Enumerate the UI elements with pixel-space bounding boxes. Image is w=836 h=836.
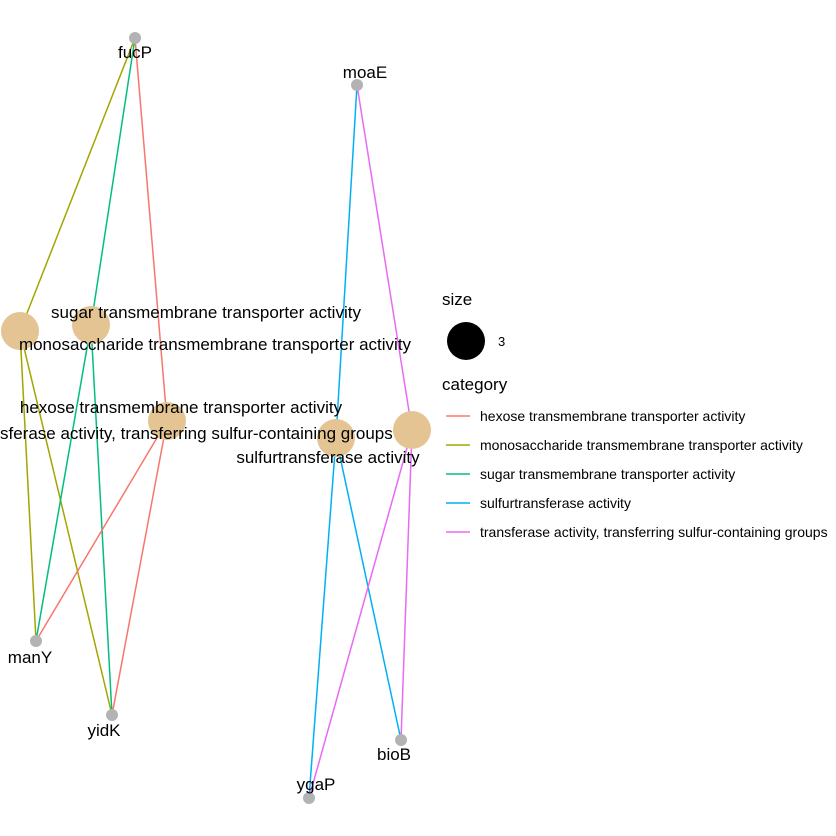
gene-node-yidK <box>106 709 118 721</box>
legend-label-1: monosaccharide transmembrane transporter… <box>480 437 803 453</box>
legend-label-2: sugar transmembrane transporter activity <box>480 466 735 482</box>
edge-sugar-yidK <box>90 324 113 716</box>
category-label-sulfurtransferase: sulfurtransferase activity <box>236 448 420 467</box>
gene-label-ygaP: ygaP <box>297 775 336 794</box>
gene-label-manY: manY <box>8 648 52 667</box>
gene-node-ygaP <box>303 792 315 804</box>
category-label-transferase: sferase activity, transferring sulfur-co… <box>0 424 393 443</box>
edge-moaE-transferase <box>356 84 413 431</box>
category-node-sulfurtransferase <box>317 419 355 457</box>
legend-category-title: category <box>442 375 508 394</box>
edge-transferase-bioB <box>400 429 413 741</box>
legend-label-3: sulfurtransferase activity <box>480 495 631 511</box>
category-label-hexose: hexose transmembrane transporter activit… <box>20 398 343 417</box>
edge-transferase-ygaP <box>308 429 413 799</box>
edge-hexose-yidK <box>111 420 168 716</box>
gene-node-bioB <box>395 734 407 746</box>
legend-items: hexose transmembrane transporter activit… <box>446 408 828 540</box>
legend-size-swatch <box>447 322 485 360</box>
gene-label-moaE: moaE <box>343 63 387 82</box>
edge-sugar-manY <box>35 324 92 642</box>
gene-label-fucP: fucP <box>118 43 152 62</box>
edge-hexose-manY <box>35 420 168 642</box>
category-label-monosaccharide: monosaccharide transmembrane transporter… <box>19 335 412 354</box>
category-node-transferase <box>393 411 431 449</box>
legend: size 3 category hexose transmembrane tra… <box>442 290 828 540</box>
edge-monosaccharide-yidK <box>19 330 113 716</box>
legend-label-4: transferase activity, transferring sulfu… <box>480 524 828 540</box>
legend-size-value: 3 <box>498 334 505 349</box>
category-node-sugar <box>72 306 110 344</box>
legend-label-0: hexose transmembrane transporter activit… <box>480 408 745 424</box>
gene-label-yidK: yidK <box>87 721 121 740</box>
edges-layer <box>19 37 413 799</box>
gene-label-bioB: bioB <box>377 745 411 764</box>
edge-fucP-hexose <box>134 37 168 422</box>
category-node-monosaccharide <box>1 312 39 350</box>
edge-sulfurtransferase-ygaP <box>308 437 337 799</box>
labels-layer: fucP moaE sugar transmembrane transporte… <box>0 43 420 794</box>
gene-node-fucP <box>129 32 141 44</box>
edge-sulfurtransferase-bioB <box>335 437 402 741</box>
category-label-sugar: sugar transmembrane transporter activity <box>51 303 361 322</box>
gene-node-manY <box>30 635 42 647</box>
edge-fucP-sugar <box>90 37 136 326</box>
edge-monosaccharide-manY <box>19 330 37 642</box>
edge-fucP-monosaccharide <box>19 37 136 332</box>
edge-moaE-sulfurtransferase <box>335 84 358 439</box>
nodes-layer <box>1 32 431 804</box>
legend-size-title: size <box>442 290 472 309</box>
gene-node-moaE <box>351 79 363 91</box>
category-node-hexose <box>148 402 186 440</box>
